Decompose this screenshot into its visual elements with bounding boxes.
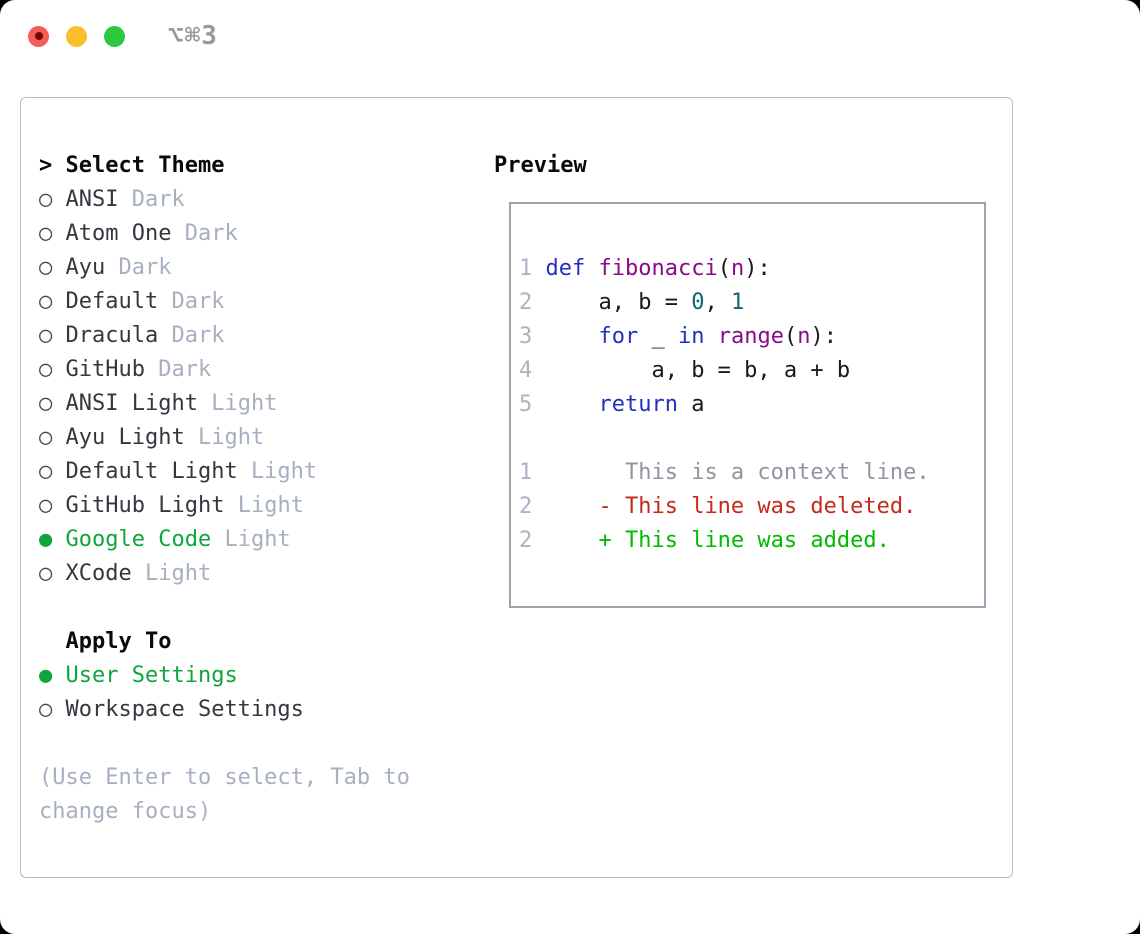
apply-options: ● User Settings○ Workspace Settings <box>39 659 469 727</box>
spacer <box>39 591 469 625</box>
cursor-icon: > <box>39 153 53 178</box>
added-line: 2 + This line was added. <box>519 528 890 553</box>
line-number: 2 <box>519 494 546 519</box>
window-minimize-button[interactable] <box>66 25 87 47</box>
code-line: 3 for _ in range(n): <box>519 324 837 349</box>
window-title: ⌥⌘3 <box>168 21 218 51</box>
code-line: 4 a, b = b, a + b <box>519 358 851 383</box>
radio-icon: ○ <box>39 391 53 416</box>
deleted-line: 2 - This line was deleted. <box>519 494 917 519</box>
preview-title: Preview <box>494 153 587 178</box>
select-theme-header: > Select Theme <box>39 149 469 183</box>
radio-icon: ○ <box>39 459 53 484</box>
line-number: 1 <box>519 256 546 281</box>
theme-variant: Light <box>250 459 318 484</box>
theme-name: Dracula <box>65 323 159 348</box>
context-line: 1 This is a context line. <box>519 460 930 485</box>
theme-variant: Light <box>197 425 265 450</box>
theme-option-atom-one-dark[interactable]: ○ Atom One Dark <box>39 217 469 251</box>
theme-variant: Dark <box>171 289 225 314</box>
theme-name: ANSI <box>65 187 119 212</box>
line-number: 2 <box>519 290 546 315</box>
theme-name: GitHub Light <box>65 493 225 518</box>
blank-line <box>519 422 978 456</box>
theme-picker-panel: > Select Theme ○ ANSI Dark○ Atom One Dar… <box>20 97 1013 878</box>
radio-icon: ○ <box>39 221 53 246</box>
theme-name: XCode <box>65 561 132 586</box>
radio-icon: ○ <box>39 561 53 586</box>
theme-name: Default <box>65 289 159 314</box>
theme-name: GitHub <box>65 357 145 382</box>
theme-option-ansi-dark[interactable]: ○ ANSI Dark <box>39 183 469 217</box>
theme-variant: Dark <box>171 323 225 348</box>
radio-icon: ● <box>39 527 53 552</box>
theme-variant: Light <box>211 391 278 416</box>
preview-pane: 1 def fibonacci(n): 2 a, b = 0, 1 3 for _ … <box>509 202 986 608</box>
theme-name: Ayu <box>65 255 106 280</box>
theme-variant: Light <box>144 561 212 586</box>
radio-icon: ○ <box>39 255 53 280</box>
radio-icon: ● <box>39 663 53 688</box>
line-number: 4 <box>519 358 546 383</box>
theme-option-ayu-light-light[interactable]: ○ Ayu Light Light <box>39 421 469 455</box>
line-number: 3 <box>519 324 546 349</box>
radio-icon: ○ <box>39 323 53 348</box>
select-theme-title: Select Theme <box>65 153 225 178</box>
theme-variant: Dark <box>158 357 212 382</box>
preview-code: 1 def fibonacci(n): 2 a, b = 0, 1 3 for _ … <box>519 252 978 558</box>
theme-variant: Dark <box>131 187 185 212</box>
theme-option-dracula-dark[interactable]: ○ Dracula Dark <box>39 319 469 353</box>
theme-option-github-dark[interactable]: ○ GitHub Dark <box>39 353 469 387</box>
theme-option-ayu-dark[interactable]: ○ Ayu Dark <box>39 251 469 285</box>
theme-option-github-light-light[interactable]: ○ GitHub Light Light <box>39 489 469 523</box>
apply-to-header: Apply To <box>65 629 172 654</box>
theme-variant: Light <box>224 527 291 552</box>
theme-variant: Dark <box>184 221 238 246</box>
theme-name: Ayu Light <box>65 425 185 450</box>
line-number: 1 <box>519 460 546 485</box>
close-dot-icon <box>34 32 43 40</box>
theme-name: ANSI Light <box>65 391 198 416</box>
window-zoom-button[interactable] <box>104 25 125 47</box>
apply-option-label: User Settings <box>65 663 238 688</box>
line-number <box>519 426 532 451</box>
theme-list: ○ ANSI Dark○ Atom One Dark○ Ayu Dark○ De… <box>39 183 469 591</box>
radio-icon: ○ <box>39 493 53 518</box>
apply-option-user-settings[interactable]: ● User Settings <box>39 659 469 693</box>
spacer <box>39 727 469 761</box>
theme-option-default-light-light[interactable]: ○ Default Light Light <box>39 455 469 489</box>
theme-variant: Dark <box>118 255 172 280</box>
theme-name: Atom One <box>65 221 172 246</box>
radio-icon: ○ <box>39 289 53 314</box>
code-line: 2 a, b = 0, 1 <box>519 290 745 315</box>
apply-option-workspace-settings[interactable]: ○ Workspace Settings <box>39 693 469 727</box>
radio-icon: ○ <box>39 187 53 212</box>
theme-variant: Light <box>237 493 304 518</box>
titlebar: ⌥⌘3 <box>28 21 218 51</box>
theme-option-default-dark[interactable]: ○ Default Dark <box>39 285 469 319</box>
code-line: 1 def fibonacci(n): <box>519 256 771 281</box>
code-line: 5 return a <box>519 392 705 417</box>
theme-option-xcode-light[interactable]: ○ XCode Light <box>39 557 469 591</box>
theme-name: Default Light <box>65 459 238 484</box>
radio-icon: ○ <box>39 357 53 382</box>
radio-icon: ○ <box>39 697 53 722</box>
theme-option-google-code-light[interactable]: ● Google Code Light <box>39 523 469 557</box>
line-number: 2 <box>519 528 546 553</box>
theme-option-ansi-light-light[interactable]: ○ ANSI Light Light <box>39 387 469 421</box>
theme-name: Google Code <box>65 527 212 552</box>
radio-icon: ○ <box>39 425 53 450</box>
theme-picker-left-column: > Select Theme ○ ANSI Dark○ Atom One Dar… <box>39 149 469 829</box>
keyboard-hint: (Use Enter to select, Tab to change focu… <box>39 765 410 824</box>
apply-option-label: Workspace Settings <box>65 697 304 722</box>
window-close-button[interactable] <box>28 25 49 47</box>
line-number: 5 <box>519 392 546 417</box>
